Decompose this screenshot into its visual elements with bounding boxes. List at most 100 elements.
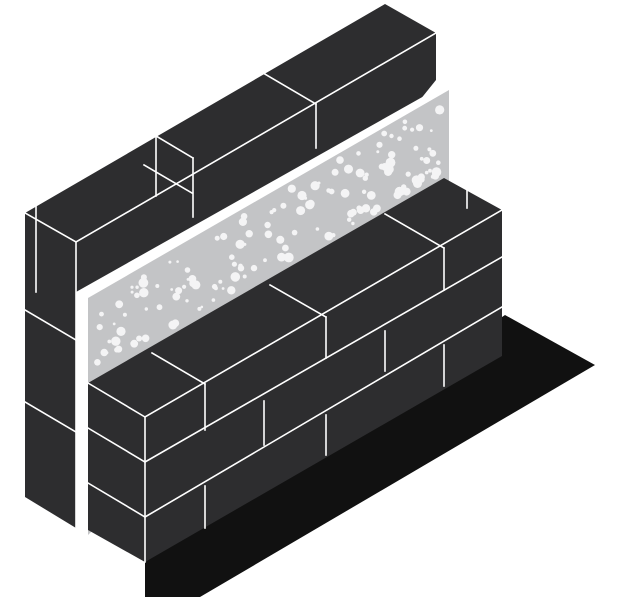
- insulation-dot: [240, 213, 248, 220]
- insulation-dot: [245, 230, 253, 238]
- insulation-dot: [250, 264, 258, 272]
- insulation-dot: [155, 284, 160, 288]
- insulation-dot: [138, 277, 149, 288]
- insulation-dot: [315, 227, 320, 231]
- insulation-dot: [115, 300, 124, 309]
- front-brick-wall: [86, 178, 504, 563]
- insulation-dot: [340, 188, 350, 198]
- insulation-dot: [364, 172, 369, 177]
- insulation-dot: [280, 202, 287, 209]
- insulation-dot: [349, 208, 357, 216]
- insulation-dot: [355, 168, 365, 178]
- insulation-dot: [397, 136, 402, 141]
- insulation-dot: [200, 305, 204, 309]
- insulation-dot: [264, 221, 271, 229]
- insulation-dot: [264, 230, 273, 239]
- insulation-dot: [402, 125, 408, 131]
- insulation-dot: [303, 196, 308, 200]
- insulation-dot: [370, 208, 378, 216]
- front-wall-end-face: [88, 383, 145, 562]
- front-wall-top-face: [88, 178, 502, 417]
- insulation-dot: [156, 304, 163, 311]
- insulation-dot: [429, 129, 433, 133]
- insulation-dot: [356, 205, 362, 211]
- insulation-dot: [230, 272, 241, 282]
- insulation-dot: [384, 164, 394, 174]
- insulation-dot: [376, 141, 383, 148]
- insulation-dot: [389, 133, 394, 139]
- insulation-dot: [168, 320, 178, 330]
- insulation-dot: [213, 286, 218, 291]
- insulation-dot: [218, 279, 223, 284]
- insulation-dot: [182, 284, 187, 289]
- insulation-dot: [242, 274, 247, 279]
- insulation-dot: [272, 208, 277, 213]
- insulation-dot: [168, 260, 172, 264]
- insulation-dot: [419, 156, 424, 161]
- insulation-dot: [427, 147, 432, 152]
- insulation-dot: [136, 335, 143, 342]
- insulation-dot: [324, 231, 334, 241]
- insulation-dot: [114, 347, 120, 353]
- insulation-dot: [197, 306, 202, 311]
- insulation-dot: [283, 252, 294, 263]
- insulation-dot: [140, 274, 147, 281]
- insulation-dot: [111, 336, 121, 346]
- insulation-dot: [130, 285, 134, 289]
- insulation-dot: [423, 157, 431, 164]
- insulation-dot: [214, 235, 220, 241]
- insulation-dot: [238, 242, 244, 248]
- insulation-dot: [435, 107, 442, 115]
- insulation-dot: [144, 307, 148, 311]
- insulation-dot: [429, 149, 437, 157]
- insulation-dot: [366, 191, 376, 200]
- insulation-dot: [393, 191, 402, 200]
- insulation-dot: [122, 312, 127, 317]
- insulation-dot: [402, 119, 408, 125]
- insulation-dot: [296, 206, 306, 216]
- insulation-dot: [135, 285, 139, 289]
- insulation-dot: [191, 280, 201, 290]
- insulation-dot: [326, 188, 331, 193]
- insulation-dot: [291, 229, 298, 236]
- insulation-dot: [418, 176, 425, 183]
- insulation-dot: [282, 244, 289, 252]
- insulation-dot: [229, 254, 235, 260]
- insulation-dot: [413, 145, 419, 151]
- insulation-dot: [186, 278, 190, 281]
- insulation-dot: [243, 242, 247, 246]
- insulation-dot: [428, 168, 432, 173]
- insulation-dot: [356, 151, 361, 156]
- insulation-dot: [94, 359, 101, 366]
- back-wall-top-face: [25, 4, 436, 242]
- insulation-dot: [141, 334, 150, 343]
- insulation-dot: [112, 322, 116, 326]
- insulation-dot: [306, 199, 315, 208]
- insulation-dot: [238, 263, 243, 269]
- insulation-dot: [310, 181, 320, 191]
- insulation-dot: [227, 286, 236, 295]
- insulation-dot: [388, 151, 396, 159]
- insulation-dot: [410, 127, 415, 132]
- insulation-dots: [94, 105, 445, 366]
- insulation-dot: [331, 168, 339, 176]
- insulation-dot: [381, 130, 388, 137]
- insulation-dot: [376, 150, 380, 154]
- front-wall-mortar-lines: [86, 187, 504, 563]
- insulation-dot: [221, 287, 225, 290]
- insulation-dot: [184, 267, 191, 273]
- insulation-dot: [436, 160, 441, 165]
- ground-shadow: [145, 315, 595, 597]
- insulation-dot: [336, 156, 344, 164]
- insulation-dot: [175, 287, 183, 295]
- insulation-dot: [116, 326, 126, 336]
- insulation-dot: [378, 163, 385, 170]
- insulation-dot: [238, 217, 247, 226]
- insulation-dot: [99, 311, 104, 317]
- insulation-dot: [424, 170, 429, 175]
- insulation-dot: [344, 164, 353, 174]
- insulation-dot: [415, 124, 424, 132]
- insulation-dot: [231, 261, 237, 267]
